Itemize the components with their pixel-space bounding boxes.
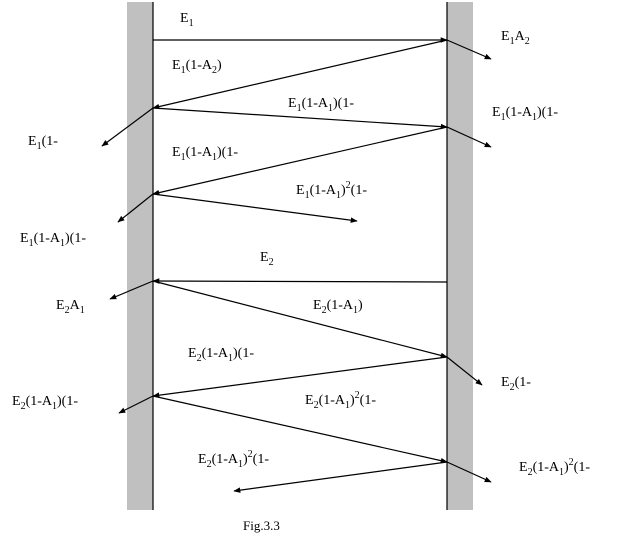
label-e1-1-a1-1-left: E1(1-A1)(1-: [20, 231, 86, 249]
label-e1-1-a2: E1(1-A2): [172, 58, 222, 76]
ray-e1-reflect-1: [152, 39, 448, 110]
label-e2-1-right: E2(1-: [501, 375, 531, 393]
label-e2-1-a1sq-1-low: E2(1-A1)2(1-: [198, 449, 269, 470]
label-e2-1-a1-1-left: E2(1-A1)(1-: [12, 394, 78, 412]
label-e2-1-a1sq-1-right: E2(1-A1)2(1-: [519, 457, 590, 478]
ray-e2-reflect-1: [152, 280, 448, 359]
label-e2-1-a1sq-1-mid: E2(1-A1)2(1-: [305, 390, 376, 411]
label-e2: E2: [260, 250, 274, 268]
label-e1a2: E1A2: [501, 29, 530, 47]
figure-caption: Fig.3.3: [243, 518, 280, 533]
ray-e2-absorbed-left-2: [118, 395, 154, 414]
label-e2-1-a1-1-mid: E2(1-A1)(1-: [188, 346, 254, 364]
label-e2-1-a1: E2(1-A1): [313, 298, 363, 316]
ray-e1-absorbed-left-2: [117, 193, 154, 223]
ray-e2-absorbed-left: [109, 280, 154, 300]
right-wall: [447, 2, 473, 510]
label-e2a1: E2A1: [56, 298, 85, 316]
label-e1: E1: [180, 11, 194, 29]
ray-e1-reflect-3: [152, 126, 448, 196]
ray-e1-absorbed-right-2: [446, 126, 492, 148]
ray-e2-reflect-2: [152, 356, 448, 398]
label-e1-1-a1-1-top: E1(1-A1)(1-: [288, 96, 354, 114]
left-wall: [127, 2, 153, 510]
ray-e2-incident: [152, 278, 448, 284]
ray-e2-reflect-4: [233, 461, 448, 493]
ray-e2-reflect-3: [152, 395, 448, 464]
ray-e1-reflect-2: [152, 107, 448, 130]
ray-e2-absorbed-right-1: [446, 356, 483, 386]
ray-e1-reflect-4: [152, 193, 358, 223]
label-e1-1-a1-1-right: E1(1-A1)(1-: [492, 105, 558, 123]
label-e1-1-a1sq-1: E1(1-A1)2(1-: [296, 180, 367, 201]
ray-e1-absorbed-right: [446, 39, 492, 60]
ray-e2-absorbed-right-2: [446, 461, 492, 483]
label-e1-1-a1-1-mid: E1(1-A1)(1-: [172, 145, 238, 163]
label-e1-1-left: E1(1-: [28, 134, 58, 152]
ray-e1-absorbed-left-1: [101, 107, 154, 147]
